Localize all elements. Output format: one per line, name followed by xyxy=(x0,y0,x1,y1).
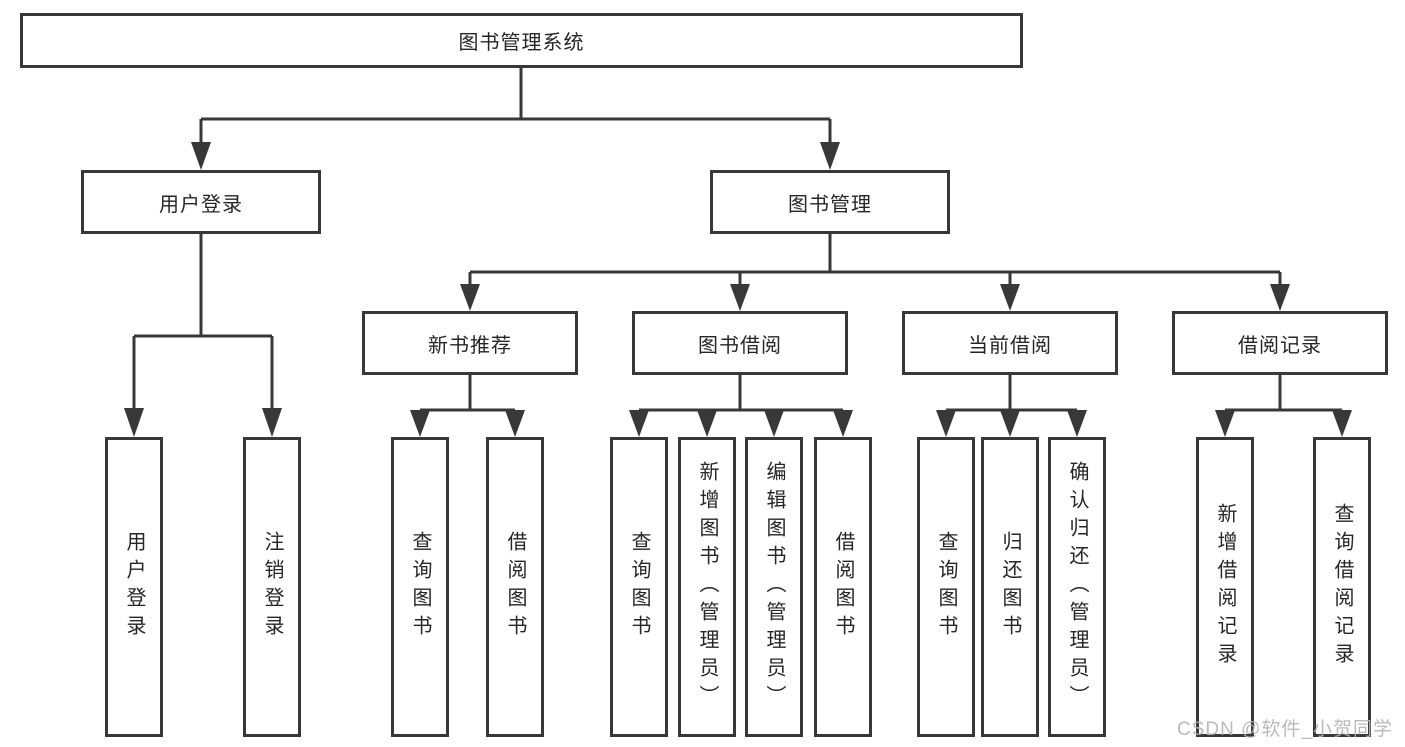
node-user-login-branch: 用户登录 xyxy=(81,170,321,234)
node-return-books: 归还图书 xyxy=(981,437,1039,737)
node-book-management: 图书管理 xyxy=(710,170,950,234)
node-add-borrow-record: 新增借阅记录 xyxy=(1196,437,1254,737)
node-label: 查询图书 xyxy=(409,531,431,643)
node-label: 图书管理 xyxy=(788,193,872,216)
node-new-book-recommend: 新书推荐 xyxy=(362,311,578,375)
node-current-borrowing: 当前借阅 xyxy=(902,311,1118,375)
node-label: 新增借阅记录 xyxy=(1214,503,1236,671)
node-label: 查询借阅记录 xyxy=(1331,503,1353,671)
arrowheads xyxy=(124,142,1352,437)
node-label: 图书管理系统 xyxy=(458,32,585,54)
node-label: 借阅图书 xyxy=(504,531,526,643)
node-edit-books-admin: 编辑图书（管理员） xyxy=(745,437,803,737)
node-label: 查询图书 xyxy=(935,531,957,643)
node-label: 新书推荐 xyxy=(428,334,512,357)
node-label: 借阅记录 xyxy=(1238,334,1322,357)
node-label: 编辑图书（管理员） xyxy=(763,461,785,713)
node-confirm-return-admin: 确认归还（管理员） xyxy=(1048,437,1106,737)
node-borrow-books: 借阅图书 xyxy=(814,437,872,737)
node-borrow-books-recommend: 借阅图书 xyxy=(486,437,544,737)
node-query-books-current: 查询图书 xyxy=(917,437,975,737)
csdn-watermark: CSDN @软件_小贺同学 xyxy=(1177,719,1393,740)
node-logout: 注销登录 xyxy=(243,437,301,737)
node-add-books-admin: 新增图书（管理员） xyxy=(678,437,736,737)
node-query-books-recommend: 查询图书 xyxy=(391,437,449,737)
node-label: 注销登录 xyxy=(261,531,283,643)
node-label: 借阅图书 xyxy=(832,531,854,643)
node-query-borrow-record: 查询借阅记录 xyxy=(1313,437,1371,737)
node-query-books-borrow: 查询图书 xyxy=(610,437,668,737)
node-borrow-records: 借阅记录 xyxy=(1172,311,1388,375)
node-label: 新增图书（管理员） xyxy=(696,461,718,713)
node-label: 图书借阅 xyxy=(698,334,782,357)
node-label: 当前借阅 xyxy=(968,334,1052,357)
node-label: 用户登录 xyxy=(123,531,145,643)
node-user-login-action: 用户登录 xyxy=(105,437,163,737)
node-root: 图书管理系统 xyxy=(20,13,1023,68)
node-label: 确认归还（管理员） xyxy=(1066,461,1088,713)
node-label: 查询图书 xyxy=(628,531,650,643)
node-book-borrowing: 图书借阅 xyxy=(632,311,848,375)
node-label: 归还图书 xyxy=(999,531,1021,643)
node-label: 用户登录 xyxy=(159,193,243,216)
